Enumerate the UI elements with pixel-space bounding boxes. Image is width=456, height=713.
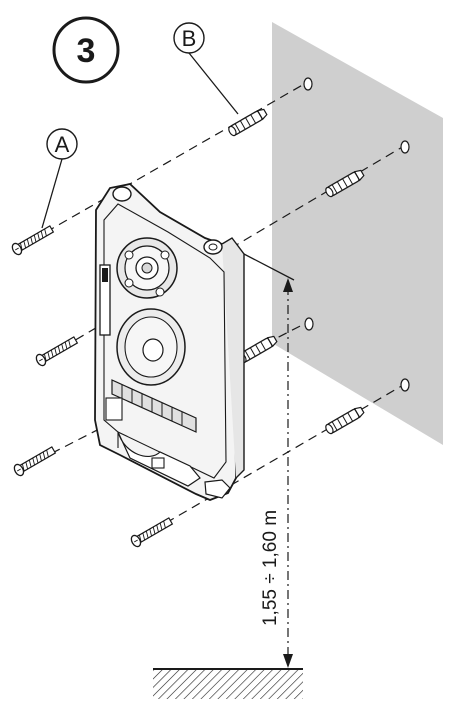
- speaker-module: [116, 308, 186, 386]
- side-connector: [99, 264, 111, 336]
- screw-top: [9, 223, 56, 257]
- floor: [153, 668, 303, 699]
- screw-middle: [33, 334, 80, 368]
- camera-module: [116, 237, 178, 299]
- wall-plug-bottom-right: [323, 405, 366, 436]
- step-number-badge: 3: [52, 16, 120, 84]
- screw-bottom: [128, 515, 175, 549]
- screw-lower: [11, 444, 58, 478]
- terminal-block: [105, 379, 197, 433]
- callout-a: A: [41, 128, 78, 229]
- callout-b-label: B: [182, 26, 197, 51]
- callout-b: B: [173, 22, 239, 115]
- height-dimension: 1,55 ÷ 1,60 m: [243, 253, 295, 668]
- wall-panel: [272, 22, 443, 445]
- step-number: 3: [77, 32, 96, 70]
- wall-plug-top-left: [226, 107, 269, 138]
- wall-holes: [303, 77, 410, 392]
- door-entry-panel: [94, 183, 245, 501]
- callout-a-label: A: [55, 132, 70, 157]
- dimension-label: 1,55 ÷ 1,60 m: [260, 510, 281, 626]
